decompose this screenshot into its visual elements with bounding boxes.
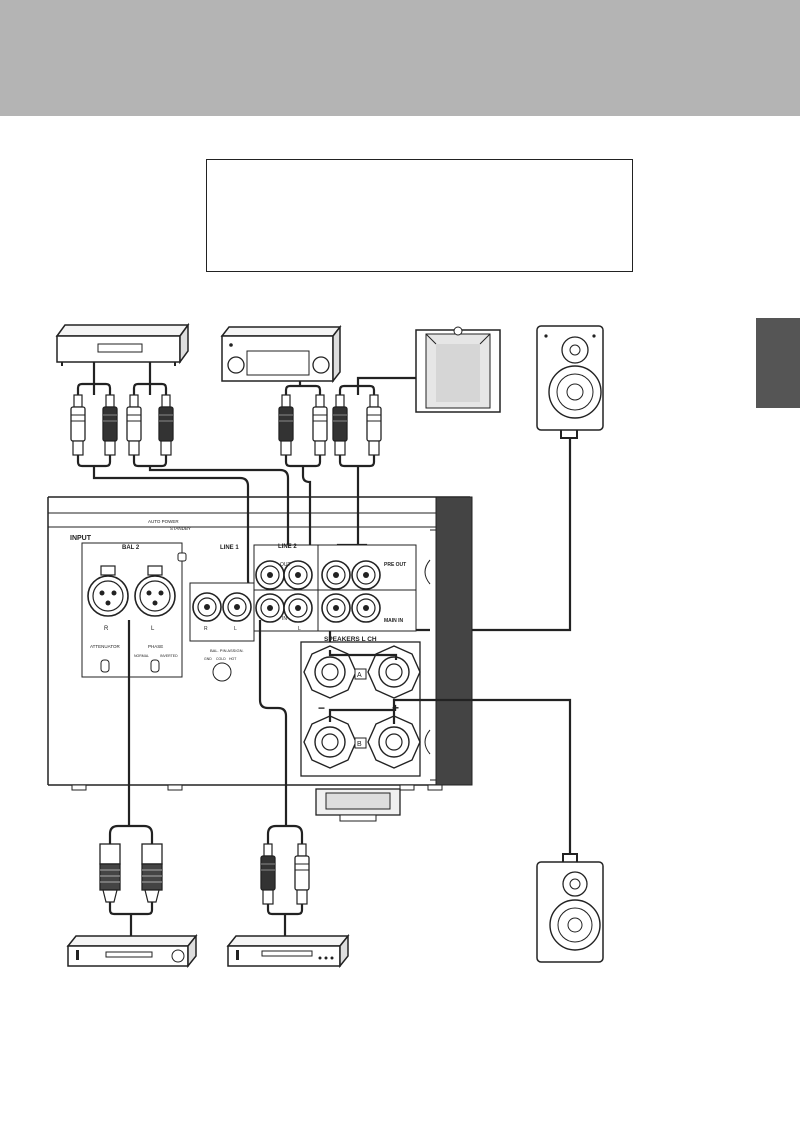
attenuator-label: ATTENUATOR	[90, 644, 121, 649]
cold-label: COLD	[216, 657, 226, 661]
chapter-tab	[756, 318, 800, 408]
amplifier-rear-panel: R L BAL 2 INPUT ATTENUATOR PHASE NORMAL …	[47, 496, 473, 822]
hot-label: HOT	[229, 657, 237, 661]
phase-inverted-label: INVERTED	[160, 654, 178, 658]
cables-bottom	[108, 620, 304, 938]
phase-normal-label: NORMAL	[134, 654, 149, 658]
main-l-label: L	[298, 626, 301, 632]
speaker-top	[536, 325, 604, 439]
network-player	[226, 933, 350, 969]
cd-player	[66, 933, 198, 969]
line2-label: LINE 2	[278, 544, 297, 550]
speaker-a-label: A	[357, 672, 362, 679]
note-box	[206, 159, 633, 272]
gnd-label: GND	[204, 657, 212, 661]
subwoofer	[415, 326, 501, 413]
standby-label: STANDBY	[170, 526, 191, 531]
bal-pin-label: BAL. PIN ASSIGN.	[210, 648, 244, 653]
header-band	[0, 0, 800, 116]
minus-label: −	[318, 701, 325, 715]
phase-label: PHASE	[148, 644, 163, 649]
auto-power-label: AUTO POWER	[148, 519, 179, 524]
input-label: INPUT	[70, 535, 92, 542]
plugs-bottom	[99, 843, 310, 905]
bal-l-label: L	[151, 626, 155, 632]
source-player-top	[55, 322, 190, 366]
bal2-label: BAL 2	[122, 545, 140, 551]
speaker-b-label: B	[357, 741, 362, 748]
line2-out-label: OUT	[280, 562, 291, 568]
speakers-label: SPEAKERS L CH	[324, 636, 377, 643]
plus-label: +	[392, 701, 399, 715]
bal-r-label: R	[104, 626, 109, 632]
av-receiver	[220, 324, 342, 384]
phase-switch[interactable]	[150, 659, 160, 673]
line1-l-label: L	[234, 626, 237, 632]
main-in-label: MAIN IN	[384, 618, 404, 624]
speaker-bottom	[536, 853, 604, 963]
rca-plugs-top	[70, 394, 382, 456]
line1-label: LINE 1	[220, 545, 239, 551]
pre-out-label: PRE OUT	[384, 562, 406, 568]
line1-r-label: R	[204, 626, 208, 632]
cables-panel	[328, 650, 572, 855]
line2-in-label: IN	[282, 616, 287, 622]
attenuator-switch[interactable]	[100, 659, 110, 673]
auto-power-switch[interactable]	[177, 552, 187, 562]
